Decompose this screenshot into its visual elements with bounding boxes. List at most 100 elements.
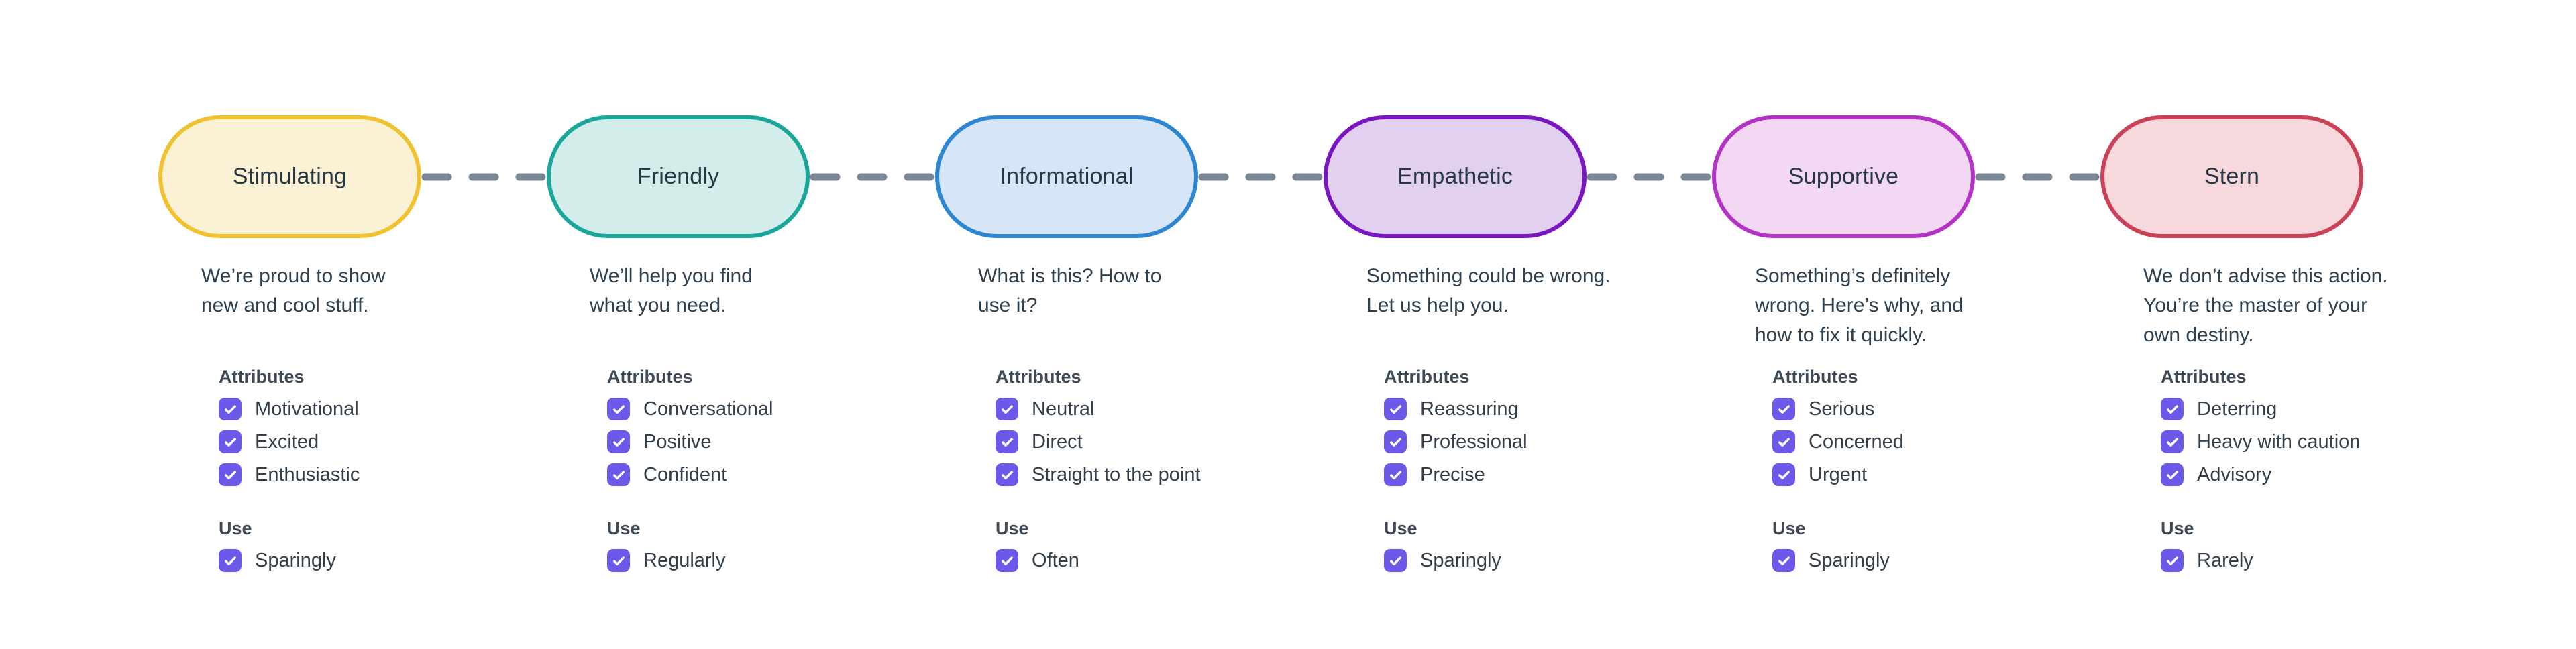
- attribute-checkbox-row[interactable]: Straight to the point: [996, 463, 1324, 486]
- attribute-checkbox-row[interactable]: Professional: [1384, 430, 1712, 453]
- checkbox-checked-icon[interactable]: [996, 430, 1018, 453]
- checkbox-label: Urgent: [1809, 463, 1868, 485]
- checkbox-checked-icon[interactable]: [1384, 549, 1407, 572]
- use-checkbox-row[interactable]: Rarely: [2161, 549, 2489, 572]
- checkbox-checked-icon[interactable]: [219, 398, 241, 420]
- attribute-checkbox-row[interactable]: Confident: [607, 463, 935, 486]
- checkmark-icon: [1778, 470, 1790, 479]
- attribute-checkbox-row[interactable]: Reassuring: [1384, 398, 1712, 420]
- checkbox-label: Conversational: [643, 398, 773, 420]
- checkbox-checked-icon[interactable]: [2161, 463, 2184, 486]
- checkbox-label: Sparingly: [1420, 549, 1501, 571]
- checkbox-checked-icon[interactable]: [996, 398, 1018, 420]
- use-section: Use Regularly: [607, 517, 935, 572]
- checkbox-checked-icon[interactable]: [2161, 549, 2184, 572]
- checkmark-icon: [224, 470, 236, 479]
- connector-line: [1975, 173, 2100, 181]
- attribute-checkbox-row[interactable]: Heavy with caution: [2161, 430, 2489, 453]
- checkbox-label: Neutral: [1032, 398, 1095, 420]
- checkbox-checked-icon[interactable]: [996, 463, 1018, 486]
- checkbox-checked-icon[interactable]: [607, 398, 630, 420]
- attributes-section: Attributes Neutral Direct Straight to th…: [996, 365, 1324, 486]
- attributes-rows: Neutral Direct Straight to the point: [996, 398, 1324, 486]
- attributes-heading: Attributes: [219, 367, 305, 387]
- tone-pill: Informational: [935, 115, 1198, 238]
- checkbox-checked-icon[interactable]: [1772, 398, 1795, 420]
- use-checkbox-row[interactable]: Often: [996, 549, 1324, 572]
- use-checkbox-row[interactable]: Regularly: [607, 549, 935, 572]
- tone-name: Empathetic: [1397, 164, 1513, 189]
- tone-description: Something’s definitely wrong. Here’s why…: [1755, 265, 1964, 346]
- attributes-section: Attributes Conversational Positive Confi…: [607, 365, 935, 486]
- checkbox-checked-icon[interactable]: [607, 549, 630, 572]
- checkbox-label: Deterring: [2197, 398, 2277, 420]
- use-heading: Use: [219, 518, 252, 538]
- checkbox-checked-icon[interactable]: [1384, 463, 1407, 486]
- checkbox-label: Enthusiastic: [255, 463, 360, 485]
- checkbox-checked-icon[interactable]: [607, 430, 630, 453]
- attribute-checkbox-row[interactable]: Neutral: [996, 398, 1324, 420]
- attributes-heading: Attributes: [1384, 367, 1470, 387]
- attribute-checkbox-row[interactable]: Excited: [219, 430, 547, 453]
- tone-pill: Supportive: [1712, 115, 1975, 238]
- use-rows: Sparingly: [219, 549, 547, 572]
- checkbox-checked-icon[interactable]: [1772, 463, 1795, 486]
- use-rows: Often: [996, 549, 1324, 572]
- tone-name: Stern: [2204, 164, 2260, 189]
- connector-line: [1198, 173, 1324, 181]
- tone-description: Something could be wrong. Let us help yo…: [1366, 265, 1611, 316]
- checkbox-label: Regularly: [643, 549, 726, 571]
- use-heading: Use: [996, 518, 1029, 538]
- attributes-rows: Reassuring Professional Precise: [1384, 398, 1712, 486]
- use-checkbox-row[interactable]: Sparingly: [1772, 549, 2100, 572]
- checkbox-label: Reassuring: [1420, 398, 1519, 420]
- checkbox-checked-icon[interactable]: [219, 463, 241, 486]
- connector-line: [810, 173, 935, 181]
- checkbox-checked-icon[interactable]: [1384, 430, 1407, 453]
- checkmark-icon: [2166, 470, 2178, 479]
- attribute-checkbox-row[interactable]: Deterring: [2161, 398, 2489, 420]
- checkmark-icon: [2166, 437, 2178, 447]
- checkbox-label: Advisory: [2197, 463, 2272, 485]
- use-section: Use Often: [996, 517, 1324, 572]
- checkmark-icon: [224, 556, 236, 565]
- connector-line: [421, 173, 547, 181]
- checkbox-label: Excited: [255, 430, 319, 453]
- checkmark-icon: [1778, 404, 1790, 414]
- checkbox-label: Positive: [643, 430, 712, 453]
- checkbox-checked-icon[interactable]: [2161, 430, 2184, 453]
- checkbox-checked-icon[interactable]: [1772, 430, 1795, 453]
- checkbox-checked-icon[interactable]: [2161, 398, 2184, 420]
- attribute-checkbox-row[interactable]: Urgent: [1772, 463, 2100, 486]
- attribute-checkbox-row[interactable]: Concerned: [1772, 430, 2100, 453]
- checkbox-checked-icon[interactable]: [219, 430, 241, 453]
- attributes-section: Attributes Serious Concerned Urgent: [1772, 365, 2100, 486]
- attribute-checkbox-row[interactable]: Serious: [1772, 398, 2100, 420]
- checkbox-checked-icon[interactable]: [996, 549, 1018, 572]
- checkmark-icon: [1389, 404, 1401, 414]
- checkbox-label: Sparingly: [1809, 549, 1890, 571]
- tone-name: Informational: [1000, 164, 1134, 189]
- tone-name: Friendly: [637, 164, 720, 189]
- tone-description: We’re proud to show new and cool stuff.: [201, 265, 386, 316]
- use-checkbox-row[interactable]: Sparingly: [219, 549, 547, 572]
- attribute-checkbox-row[interactable]: Advisory: [2161, 463, 2489, 486]
- checkmark-icon: [1778, 556, 1790, 565]
- attributes-rows: Deterring Heavy with caution Advisory: [2161, 398, 2489, 486]
- connector-line: [1587, 173, 1712, 181]
- use-checkbox-row[interactable]: Sparingly: [1384, 549, 1712, 572]
- tone-description: We don’t advise this action. You’re the …: [2143, 265, 2388, 346]
- attributes-rows: Conversational Positive Confident: [607, 398, 935, 486]
- attribute-checkbox-row[interactable]: Direct: [996, 430, 1324, 453]
- attribute-checkbox-row[interactable]: Motivational: [219, 398, 547, 420]
- checkbox-checked-icon[interactable]: [1384, 398, 1407, 420]
- checkbox-checked-icon[interactable]: [219, 549, 241, 572]
- checkbox-checked-icon[interactable]: [607, 463, 630, 486]
- attribute-checkbox-row[interactable]: Positive: [607, 430, 935, 453]
- checkmark-icon: [1778, 437, 1790, 447]
- checkbox-label: Straight to the point: [1032, 463, 1201, 485]
- attribute-checkbox-row[interactable]: Conversational: [607, 398, 935, 420]
- attribute-checkbox-row[interactable]: Precise: [1384, 463, 1712, 486]
- attribute-checkbox-row[interactable]: Enthusiastic: [219, 463, 547, 486]
- checkbox-checked-icon[interactable]: [1772, 549, 1795, 572]
